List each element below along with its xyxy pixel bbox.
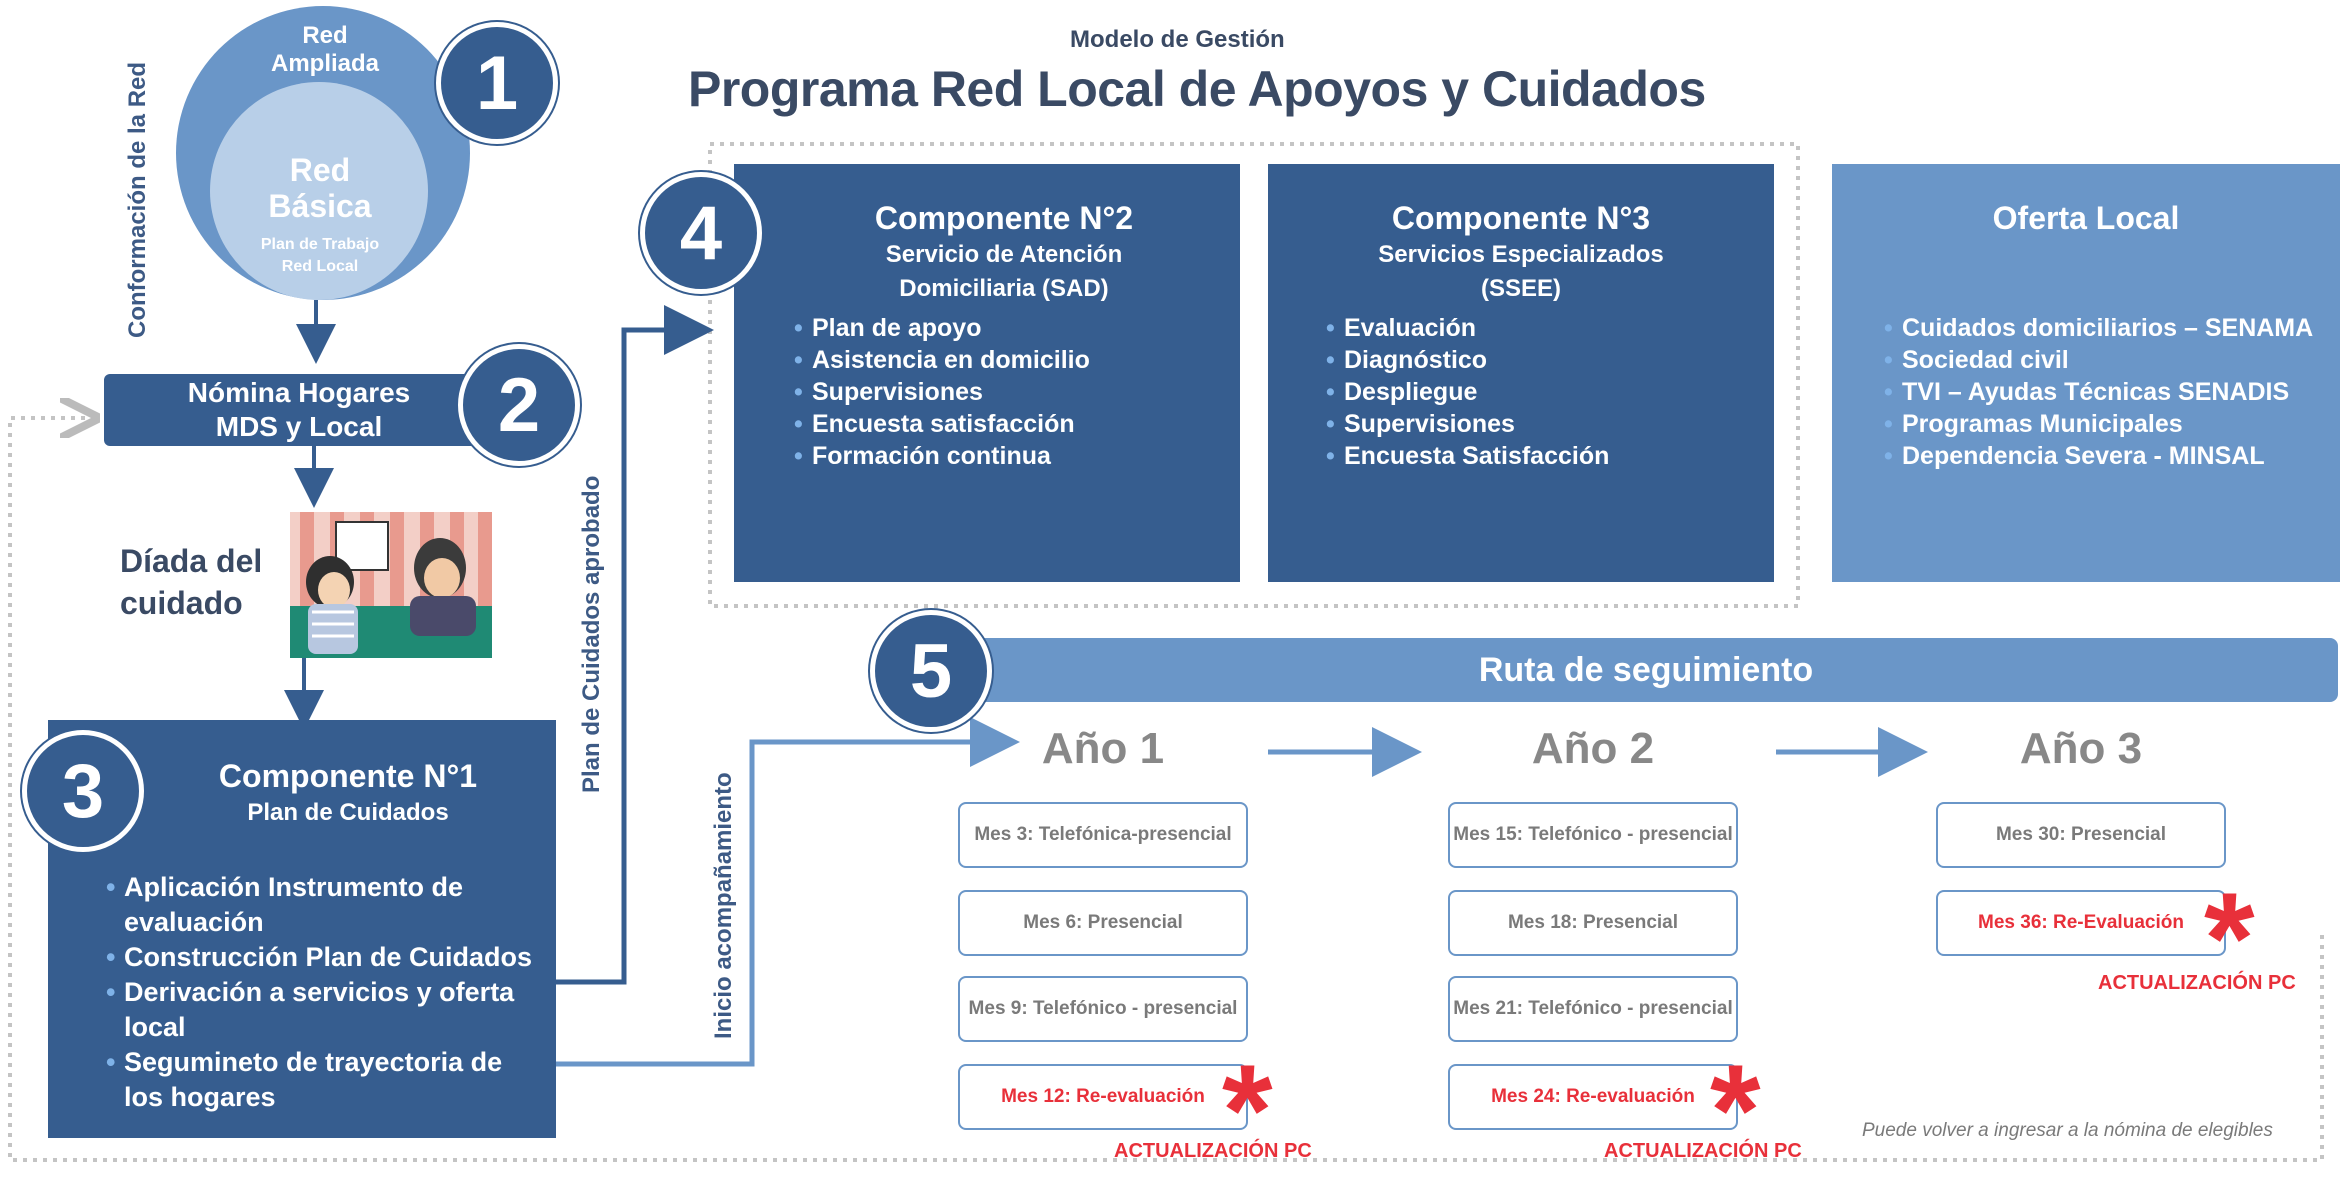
- componente-1-title: Componente N°1: [218, 758, 478, 794]
- red-basica-label: Red Básica: [268, 152, 372, 224]
- list-item: Asistencia en domicilio: [794, 344, 1214, 376]
- reingreso-loop: [8, 418, 2324, 1162]
- list-item: Aplicación Instrumento de evaluación: [106, 870, 546, 940]
- asterisk-icon: *: [1710, 1037, 1761, 1183]
- list-item: Cuidados domiciliarios – SENAMA: [1884, 312, 2340, 344]
- ruta-banner: Ruta de seguimiento: [954, 638, 2338, 702]
- arrow-plan-aprobado: [556, 305, 714, 985]
- componente-1-subtitle: Plan de Cuidados: [247, 799, 449, 826]
- list-item: TVI – Ayudas Técnicas SENADIS: [1884, 376, 2340, 408]
- componente-3-title: Componente N°3: [1391, 200, 1651, 236]
- page-subtitle: Modelo de Gestión: [1070, 26, 1285, 53]
- componente-3-subtitle: Servicios Especializados (SSEE): [1378, 241, 1664, 302]
- mes-card: Mes 3: Telefónica-presencial: [958, 802, 1248, 868]
- componente-3-list: Evaluación Diagnóstico Despliegue Superv…: [1326, 312, 1746, 472]
- list-item: Plan de apoyo: [794, 312, 1214, 344]
- componente-2-subtitle: Servicio de Atención Domiciliaria (SAD): [885, 241, 1123, 302]
- componente-2-title: Componente N°2: [874, 200, 1134, 236]
- list-item: Dependencia Severa - MINSAL: [1884, 440, 2340, 472]
- year-2-label: Año 2: [1531, 724, 1655, 773]
- actualizacion-label: ACTUALIZACIÓN PC: [1114, 1140, 1312, 1162]
- year-3-label: Año 3: [2019, 724, 2143, 773]
- diada-label: Díada del cuidado: [120, 543, 263, 621]
- list-item: Despliegue: [1326, 376, 1746, 408]
- ruta-title: Ruta de seguimiento: [1478, 650, 1814, 689]
- asterisk-icon: *: [2204, 865, 2255, 1011]
- mes-card: Mes 18: Presencial: [1448, 890, 1738, 956]
- list-item: Evaluación: [1326, 312, 1746, 344]
- list-item: Construcción Plan de Cuidados: [106, 940, 546, 975]
- asterisk-icon: *: [1222, 1037, 1273, 1183]
- reingreso-label: Puede volver a ingresar a la nómina de e…: [1862, 1120, 2273, 1141]
- mes-card-reevaluacion: Mes 36: Re-Evaluación: [1936, 890, 2226, 956]
- nomina-box: Nómina Hogares MDS y Local: [104, 374, 494, 446]
- mes-card: Mes 15: Telefónico - presencial: [1448, 802, 1738, 868]
- plan-trabajo-label: Plan de Trabajo Red Local: [260, 236, 380, 275]
- nomina-label: Nómina Hogares MDS y Local: [187, 377, 411, 442]
- list-item: Diagnóstico: [1326, 344, 1746, 376]
- badge-1: 1: [436, 22, 558, 144]
- oferta-local-title: Oferta Local: [1992, 200, 2180, 236]
- inicio-acompanamiento-label: Inicio acompañamiento: [710, 772, 737, 1040]
- mes-card: Mes 9: Telefónico - presencial: [958, 976, 1248, 1042]
- badge-4: 4: [640, 172, 762, 294]
- componente-2-box: Componente N°2 Servicio de Atención Domi…: [734, 164, 1240, 582]
- oferta-local-box: Oferta Local Cuidados domiciliarios – SE…: [1832, 164, 2340, 582]
- badge-2: 2: [458, 344, 580, 466]
- list-item: Encuesta satisfacción: [794, 408, 1214, 440]
- page-title: Programa Red Local de Apoyos y Cuidados: [688, 61, 1706, 117]
- diada-illustration: [290, 512, 492, 658]
- componente-1-box: Componente N°1 Plan de Cuidados Aplicaci…: [48, 720, 556, 1138]
- componente-1-list: Aplicación Instrumento de evaluación Con…: [106, 870, 546, 1115]
- red-ampliada-label: Red Ampliada: [270, 22, 380, 77]
- componente-2-list: Plan de apoyo Asistencia en domicilio Su…: [794, 312, 1214, 472]
- list-item: Formación continua: [794, 440, 1214, 472]
- componentes-frame: [708, 142, 1800, 608]
- actualizacion-label: ACTUALIZACIÓN PC: [1604, 1140, 1802, 1162]
- mes-card-reevaluacion: Mes 24: Re-evaluación: [1448, 1064, 1738, 1130]
- badge-3: 3: [22, 730, 144, 852]
- mes-card-reevaluacion: Mes 12: Re-evaluación: [958, 1064, 1248, 1130]
- mes-card: Mes 6: Presencial: [958, 890, 1248, 956]
- list-item: Supervisiones: [794, 376, 1214, 408]
- plan-aprobado-label: Plan de Cuidados aprobado: [578, 475, 605, 793]
- badge-5: 5: [870, 610, 992, 732]
- list-item: Sociedad civil: [1884, 344, 2340, 376]
- list-item: Encuesta Satisfacción: [1326, 440, 1746, 472]
- arrow-inicio: [556, 717, 1020, 1067]
- list-item: Segumineto de trayectoria de los hogares: [106, 1045, 546, 1115]
- red-basica-circle: [210, 82, 428, 300]
- oferta-local-list: Cuidados domiciliarios – SENAMA Sociedad…: [1884, 312, 2340, 472]
- year-1-label: Año 1: [1041, 724, 1165, 773]
- conformacion-label: Conformación de la Red: [124, 61, 151, 339]
- actualizacion-label: ACTUALIZACIÓN PC: [2098, 972, 2296, 994]
- list-item: Programas Municipales: [1884, 408, 2340, 440]
- list-item: Derivación a servicios y oferta local: [106, 975, 546, 1045]
- mes-card: Mes 21: Telefónico - presencial: [1448, 976, 1738, 1042]
- mes-card: Mes 30: Presencial: [1936, 802, 2226, 868]
- componente-3-box: Componente N°3 Servicios Especializados …: [1268, 164, 1774, 582]
- list-item: Supervisiones: [1326, 408, 1746, 440]
